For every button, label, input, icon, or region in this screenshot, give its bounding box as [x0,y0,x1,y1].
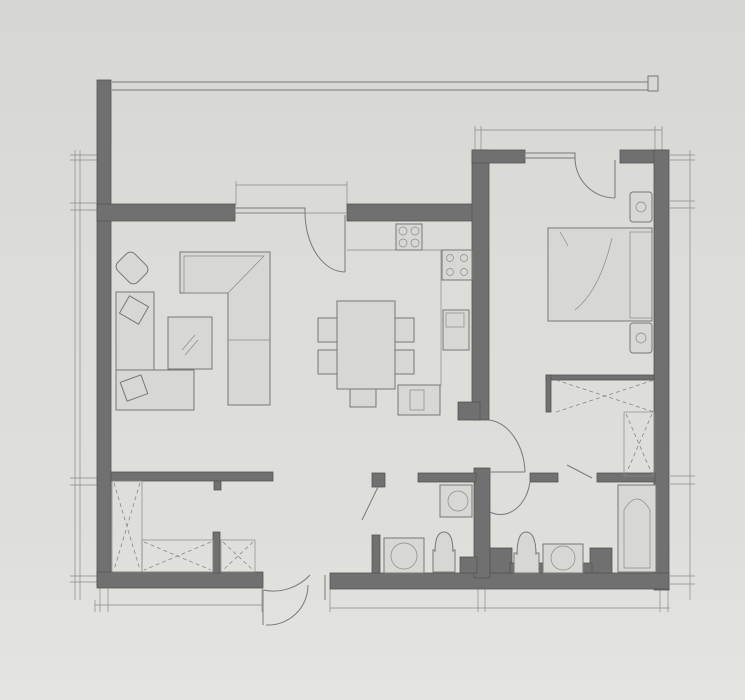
walls [96,79,670,591]
living-room-furniture [115,251,271,411]
bedroom-furniture [547,191,655,477]
bathroom-fixtures [383,484,657,574]
doors-windows [234,152,616,626]
kitchen-dining-furniture [317,223,473,416]
dimension-lines [70,126,695,612]
storage-furniture [111,480,256,573]
balcony-railing [112,75,659,92]
